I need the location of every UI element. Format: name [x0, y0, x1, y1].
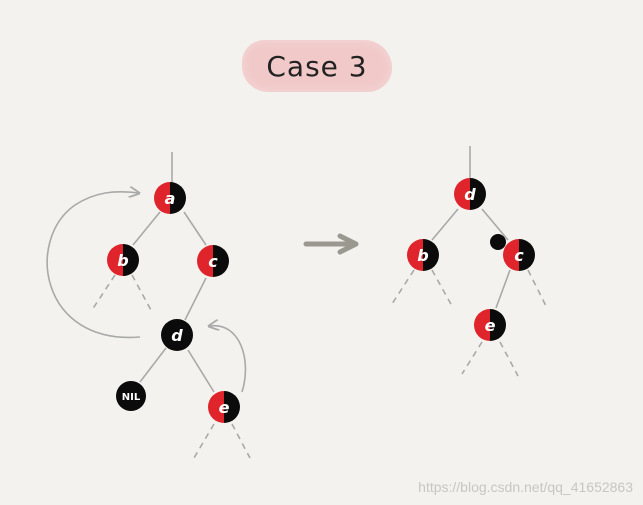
edge-e-left-dashed	[193, 423, 215, 459]
node-b2-label: b	[417, 246, 428, 265]
node-a-label: a	[165, 189, 176, 208]
node-c2-label: c	[514, 246, 524, 265]
node-d2: d	[454, 178, 486, 210]
node-d: d	[161, 319, 193, 351]
edge-d2-c2	[481, 208, 509, 241]
node-nil: NIL	[116, 381, 146, 411]
edge-b2-left-dashed	[391, 269, 415, 305]
edge-e2-left-dashed	[461, 341, 483, 375]
edge-c2-right-dashed	[527, 269, 547, 307]
node-d2-label: d	[464, 185, 476, 204]
node-nil-label: NIL	[122, 392, 141, 403]
rotate-arrow-d-to-a	[46, 192, 140, 339]
edge-d-nil	[139, 347, 167, 383]
edge-a-c	[183, 211, 207, 246]
node-e2-label: e	[485, 316, 496, 335]
edge-c2-e2	[495, 269, 511, 309]
node-e2: e	[474, 309, 506, 341]
edge-b2-right-dashed	[431, 269, 453, 307]
node-c-label: c	[208, 252, 218, 271]
rotate-arrow-e-to-d	[210, 326, 247, 393]
watermark: https://blog.csdn.net/qq_41652863	[418, 479, 633, 495]
edge-d-e	[187, 349, 215, 393]
edge-d2-b2	[431, 208, 459, 241]
left-tree-edges	[91, 152, 251, 459]
transform-arrow	[303, 233, 359, 255]
right-tree-edges	[391, 146, 547, 377]
node-e-label: e	[219, 398, 230, 417]
extra-black-dot	[490, 234, 506, 250]
title-banner	[242, 40, 392, 92]
node-a: a	[154, 182, 186, 214]
title: Case 3	[266, 49, 368, 83]
node-c2: c	[503, 239, 535, 271]
edge-a-b	[132, 211, 161, 246]
node-d-label: d	[171, 326, 183, 345]
edge-e-right-dashed	[231, 423, 251, 459]
edge-c-d	[184, 277, 207, 321]
edge-b-left-dashed	[91, 274, 116, 311]
node-b: b	[107, 244, 139, 276]
node-b2: b	[407, 239, 439, 271]
edge-e2-right-dashed	[499, 341, 519, 377]
node-e: e	[208, 391, 240, 423]
node-c: c	[197, 245, 229, 277]
edge-b-right-dashed	[131, 274, 153, 313]
node-b-label: b	[117, 251, 128, 270]
